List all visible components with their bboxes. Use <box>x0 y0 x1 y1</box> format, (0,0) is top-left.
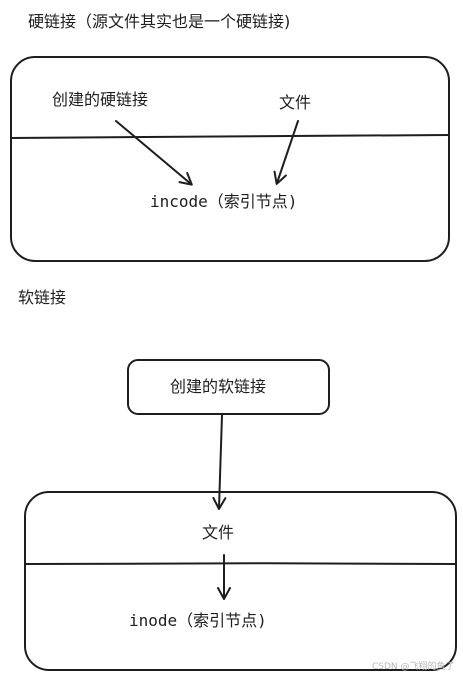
soft-link-created-label: 创建的软链接 <box>170 377 267 396</box>
hard-link-box <box>10 56 450 262</box>
watermark: CSDN @飞翔的鱼了 <box>372 662 455 672</box>
soft-link-created-box <box>127 359 330 415</box>
hard-link-inode-text: incode（索引节点) <box>150 192 298 211</box>
hard-link-divider <box>10 134 450 139</box>
hard-link-created-label: 创建的硬链接 <box>52 90 149 109</box>
hard-link-file-label: 文件 <box>279 93 312 112</box>
hard-link-file-arrow <box>273 120 299 185</box>
soft-link-divider <box>24 562 457 565</box>
soft-link-file-label: 文件 <box>202 523 235 542</box>
hard-link-title: 硬链接（源文件其实也是一个硬链接) <box>28 12 291 31</box>
soft-link-inode-text: inode（索引节点) <box>129 611 267 630</box>
hard-link-created-arrow <box>115 120 193 186</box>
soft-link-title: 软链接 <box>18 288 67 307</box>
soft-link-created-arrow <box>212 414 227 510</box>
soft-link-inode-label: inode（索引节点) <box>129 611 267 631</box>
soft-link-box <box>24 491 457 671</box>
hard-link-inode-label: incode（索引节点) <box>150 192 297 212</box>
